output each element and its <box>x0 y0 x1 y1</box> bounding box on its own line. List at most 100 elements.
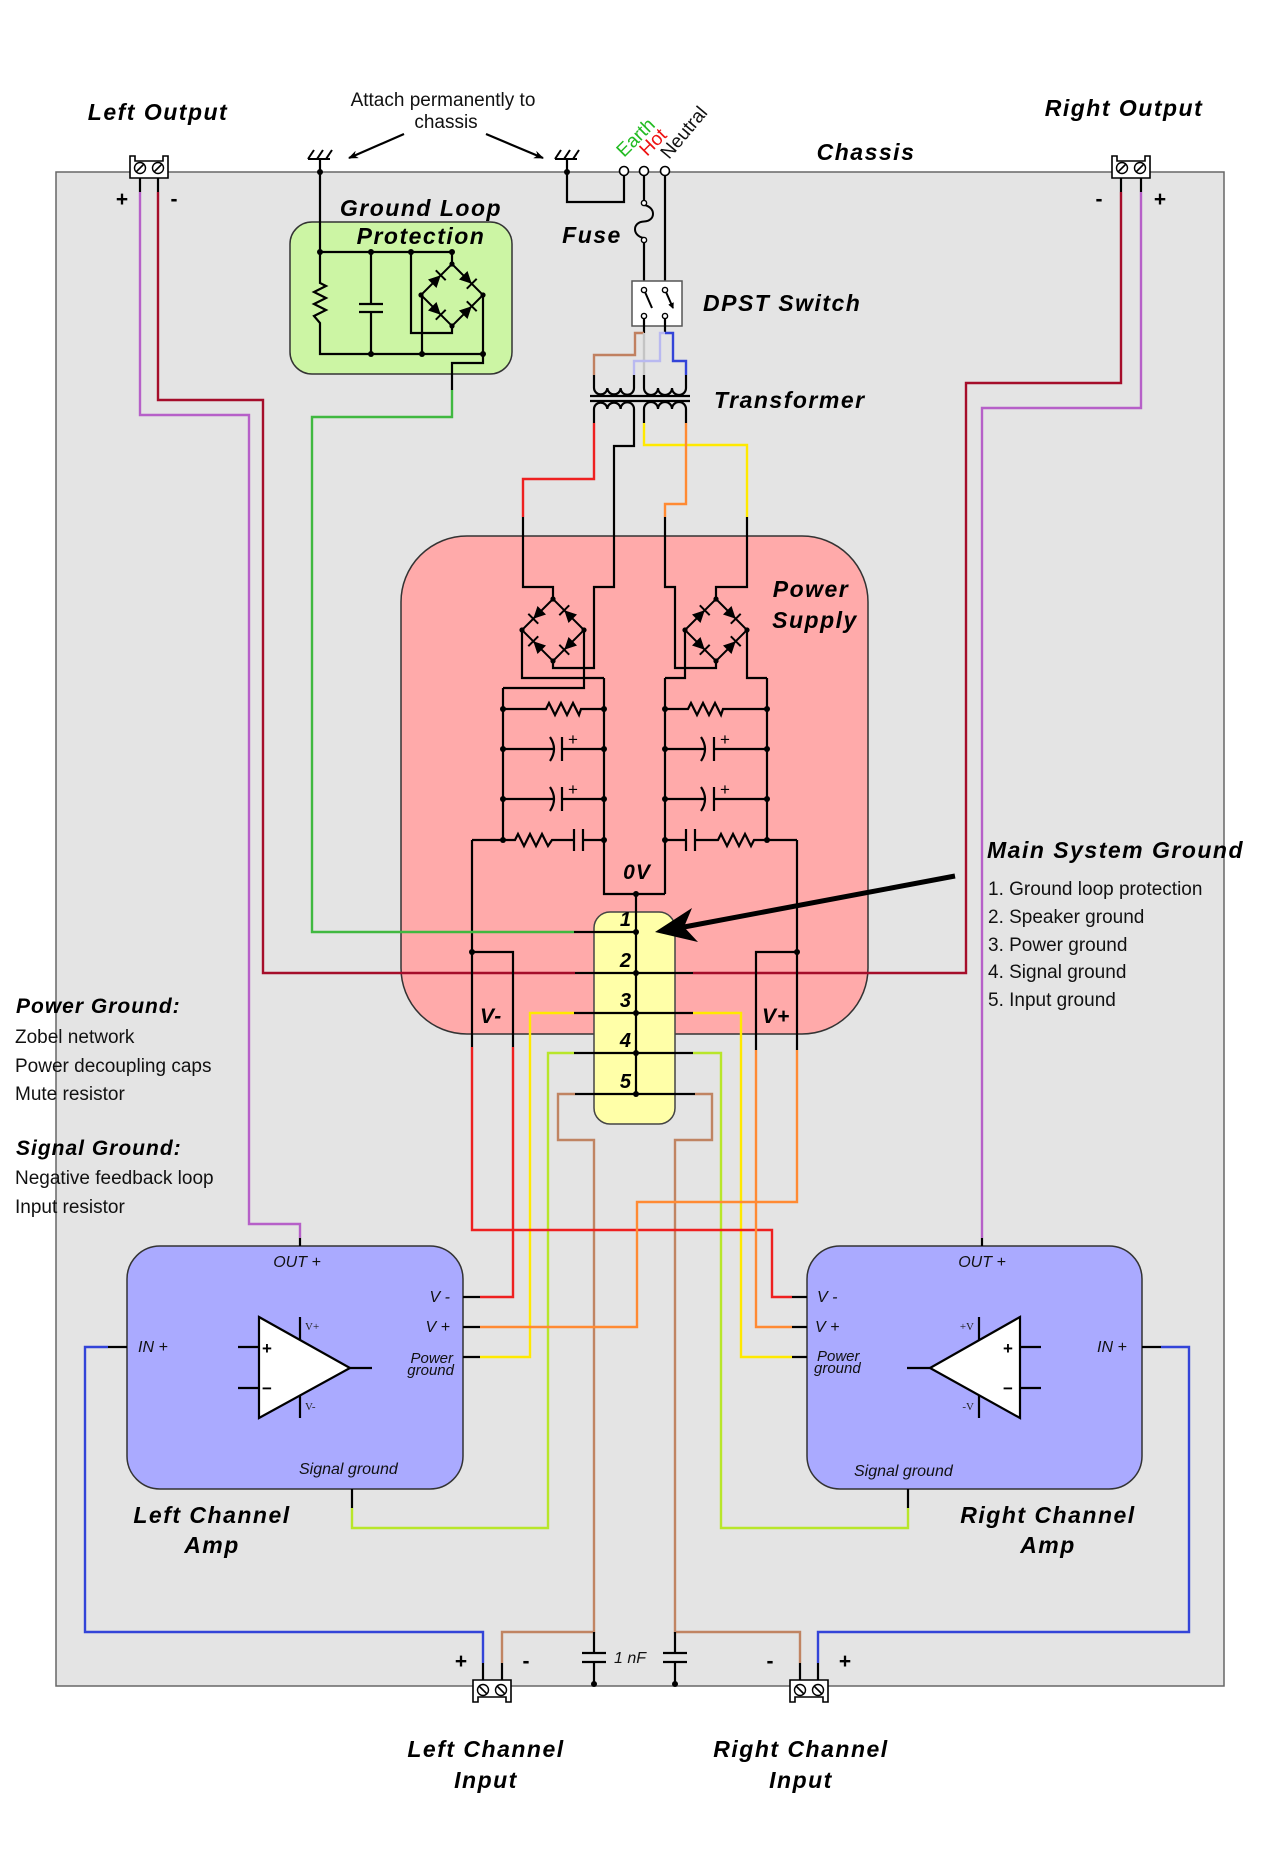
right-opamp-supply-pos: +V <box>960 1321 974 1333</box>
v-plus-stems <box>754 840 799 1050</box>
wire-input-ground-left <box>500 1092 596 1663</box>
right-amp-name-line1: Right Channel <box>960 1502 1135 1528</box>
chassis-label: Chassis <box>817 139 916 165</box>
left-input-minus: - <box>523 1650 530 1673</box>
dpst-switch <box>631 280 683 327</box>
wire-ground-loop-protection <box>310 390 574 934</box>
left-opamp-supply-neg: V- <box>305 1401 316 1413</box>
left-amp-power-ground-label: Power <box>410 1350 454 1367</box>
main-ground-item: 1. Ground loop protection <box>988 879 1202 900</box>
output-terminal-leads <box>138 178 1143 192</box>
wire-secondary-orange <box>663 423 688 517</box>
mains-earth-terminal <box>618 165 630 177</box>
left-opamp-in-neg: − <box>262 1379 272 1398</box>
right-amp-out-label: OUT + <box>958 1254 1006 1271</box>
main-ground-item: 4. Signal ground <box>988 962 1126 983</box>
wire-secondary-yellow <box>642 423 749 517</box>
left-output-terminal <box>129 155 169 179</box>
supply-filter-network-right: + + <box>663 678 797 894</box>
ground-pin-5: 5 <box>620 1071 632 1093</box>
ground-block-dots <box>633 891 639 1097</box>
cap-polarity-plus: + <box>720 780 730 799</box>
wire-right-speaker-positive <box>980 192 1143 1238</box>
right-opamp-icon <box>907 1315 1041 1420</box>
cap-chassis-dot-left <box>591 1681 597 1687</box>
fuse-symbol <box>634 204 654 239</box>
power-ground-note-item: Mute resistor <box>15 1084 125 1105</box>
wire-v-plus-to-left-amp <box>480 1050 799 1329</box>
left-amp-in-label: IN + <box>138 1339 168 1356</box>
switch-output-leads <box>642 318 667 333</box>
left-opamp-icon <box>238 1315 372 1420</box>
wire-power-ground-left <box>480 1011 574 1359</box>
left-amp-out-label: OUT + <box>273 1254 321 1271</box>
transformer <box>551 375 690 670</box>
right-output-label: Right Output <box>1045 95 1204 121</box>
left-amp-name-line1: Left Channel <box>133 1502 290 1528</box>
ground-pin-3: 3 <box>620 990 631 1012</box>
wire-primary-lavender <box>632 331 665 375</box>
wire-primary-brown <box>592 331 644 375</box>
left-amp-signal-ground-label: Signal ground <box>299 1461 399 1478</box>
cap-polarity-plus: + <box>568 730 578 749</box>
right-input-label-line2: Input <box>769 1767 833 1793</box>
zobel-network <box>503 829 604 851</box>
fuse-label: Fuse <box>562 222 622 248</box>
attach-arrow-right <box>485 132 544 160</box>
right-opamp-supply-neg: -V <box>962 1401 974 1413</box>
left-input-terminal <box>472 1679 512 1703</box>
bridge-feed-wires <box>521 517 749 670</box>
left-amp-name-line2: Amp <box>183 1532 240 1558</box>
right-input-minus: - <box>767 1650 774 1673</box>
wire-speaker-ground-left <box>156 192 575 975</box>
mains-neutral-terminal <box>659 165 671 177</box>
chassis-ground-dot-right <box>564 169 570 175</box>
signal-ground-note-item: Negative feedback loop <box>15 1168 214 1189</box>
attach-note-line2: chassis <box>414 112 477 133</box>
right-opamp-in-pos: + <box>1003 1339 1013 1358</box>
ground-pin-1: 1 <box>620 909 631 931</box>
right-amp-power-ground-label: ground <box>814 1360 861 1377</box>
right-input-label-line1: Right Channel <box>713 1736 888 1762</box>
wire-primary-blue <box>665 331 688 375</box>
zobel-network <box>665 829 767 851</box>
ground-pin-2: 2 <box>619 950 631 972</box>
power-ground-note-title: Power Ground: <box>16 995 181 1018</box>
left-input-label-line1: Left Channel <box>407 1736 564 1762</box>
main-ground-item: 5. Input ground <box>988 990 1116 1011</box>
wire-v-minus-to-right-amp <box>470 1047 792 1299</box>
amp-connection-stubs <box>108 1238 1161 1508</box>
v-minus-stems <box>470 840 515 1047</box>
dpst-switch-label: DPST Switch <box>703 290 861 316</box>
left-opamp-supply-pos: V+ <box>305 1321 319 1333</box>
attach-arrow-left <box>348 132 405 160</box>
wire-signal-ground-left <box>350 1051 574 1530</box>
left-input-label-line2: Input <box>454 1767 518 1793</box>
resistor-icon <box>665 700 767 718</box>
ground-pin-4: 4 <box>619 1030 631 1052</box>
power-supply-title-line1: Power <box>773 576 850 602</box>
zero-volt-label: 0V <box>623 861 652 884</box>
left-output-plus: + <box>116 188 128 211</box>
main-ground-item: 3. Power ground <box>988 935 1127 956</box>
right-amp-signal-ground-label: Signal ground <box>854 1463 954 1480</box>
signal-ground-note-item: Input resistor <box>15 1197 125 1218</box>
v-minus-label: V- <box>480 1005 502 1028</box>
ground-loop-title-line2: Protection <box>357 223 486 249</box>
main-system-ground-arrow <box>655 873 956 942</box>
wire-v-minus-to-left-amp <box>480 1047 515 1299</box>
right-amp-in-label: IN + <box>1097 1339 1127 1356</box>
mains-hot-terminal <box>638 165 650 177</box>
wire-input-signal-left <box>83 1345 485 1663</box>
right-opamp-in-neg: − <box>1003 1379 1013 1398</box>
right-amp-v-minus-label: V - <box>817 1289 837 1306</box>
right-output-terminal <box>1111 155 1151 179</box>
filter-cap-label: 1 nF <box>614 1650 647 1667</box>
cap-polarity-plus: + <box>568 780 578 799</box>
right-output-minus: - <box>1096 188 1103 211</box>
left-opamp-in-pos: + <box>262 1339 272 1358</box>
input-filter-cap-right <box>663 1632 687 1684</box>
fuse-contact-bottom <box>640 236 648 244</box>
bridge-output-wires <box>503 630 767 690</box>
capacitor-icon <box>359 252 383 354</box>
